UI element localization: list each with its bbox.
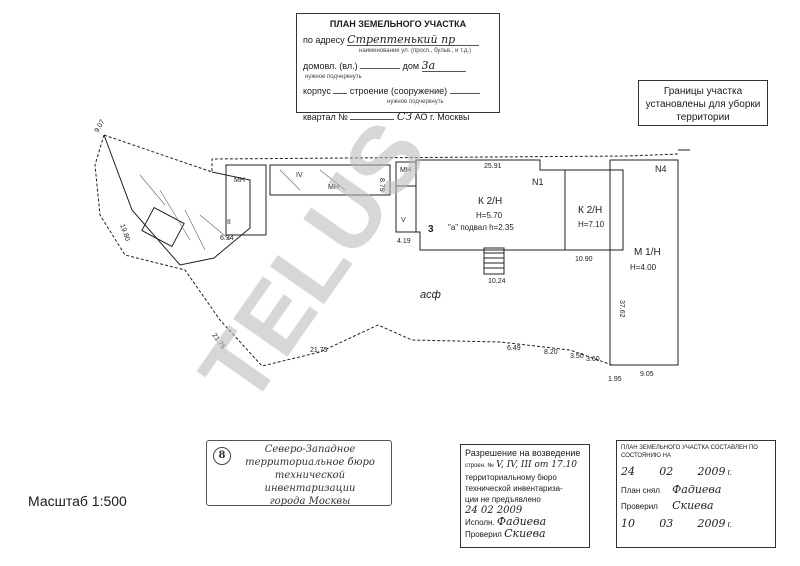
- label-mn-3: МН: [400, 167, 411, 174]
- dim-2591: 25.91: [484, 163, 502, 170]
- shed-mn-2: [269, 164, 391, 196]
- title-block-heading: ПЛАН ЗЕМЕЛЬНОГО УЧАСТКА: [329, 19, 467, 29]
- permit-check-label: Проверил: [465, 530, 502, 539]
- label-n4: N4: [655, 164, 667, 174]
- dim-2175b: 21.75: [310, 347, 328, 354]
- state-year-suffix-1: г.: [727, 468, 732, 477]
- parcel-boundary: [103, 134, 679, 173]
- permit-line1-label: строен. №: [465, 463, 494, 469]
- bti-stamp-num: 8: [213, 447, 231, 465]
- courtyard-outline: [103, 134, 251, 266]
- label-n1: N1: [532, 177, 544, 187]
- label-m: М 1/Н: [634, 247, 661, 258]
- dim-419: 4.19: [397, 238, 411, 245]
- dim-879: 8.79: [378, 178, 385, 192]
- label-asph: асф: [420, 289, 441, 301]
- boundary-note: Границы участка установлены для уборки т…: [638, 80, 768, 126]
- kvartal-value: СЗ: [396, 110, 413, 123]
- address-label: по адресу: [303, 35, 345, 45]
- dim-350: 3.50: [570, 353, 584, 360]
- permit-title: Разрешение на возведение: [465, 448, 581, 458]
- permit-date: 24 02 2009: [465, 505, 523, 516]
- shed-iii: [141, 206, 185, 248]
- bti-stamp-line4: города Москвы: [269, 496, 351, 507]
- dim-905: 9.05: [640, 371, 654, 378]
- label-iii: III: [225, 219, 231, 226]
- korpus-line: [333, 93, 348, 94]
- boundary-note-text: Границы участка установлены для уборки т…: [645, 86, 761, 123]
- bti-stamp-line2: территориальное бюро: [245, 457, 375, 468]
- state-plan-value: Фадиева: [672, 483, 722, 496]
- state-date1-year: 2009: [697, 465, 726, 478]
- permit-sign-label: Исполн.: [465, 518, 495, 527]
- state-date2-year: 2009: [697, 517, 726, 530]
- permit-sign-value: Фадиева: [496, 515, 547, 528]
- watermark: TELUS: [180, 103, 448, 422]
- label-mn-2: МН: [328, 184, 339, 191]
- label-mn-1: МН: [234, 177, 245, 184]
- needed-hint-2: нужное подчеркнуть: [387, 99, 444, 105]
- address-value: Стрептенький пр: [347, 34, 480, 46]
- dim-634: 6.34: [220, 235, 234, 242]
- shed-mn-1: [225, 164, 267, 236]
- permit-block: Разрешение на возведение строен. № V, IV…: [460, 444, 590, 548]
- address-hint: наименование ул. (просп., бульв., и т.д.…: [359, 48, 472, 54]
- permit-line3: технической инвентариза-: [465, 484, 563, 493]
- domovl-label: домовл. (вл.): [303, 61, 358, 71]
- stroenie-line: [449, 93, 480, 94]
- dim-1024: 10.24: [488, 278, 506, 285]
- dim-1980: 19.80: [118, 223, 131, 242]
- building-right: [564, 169, 624, 251]
- label-k-right-h: Н=7.10: [578, 220, 605, 229]
- building-m: [609, 159, 679, 366]
- state-date2-day: 10: [621, 517, 635, 530]
- label-k-main-h: Н=5.70: [476, 211, 503, 220]
- state-block: ПЛАН ЗЕМЕЛЬНОГО УЧАСТКА СОСТАВЛЕН ПО СОС…: [616, 440, 776, 548]
- label-m-h: Н=4.00: [630, 263, 657, 272]
- dim-907: 9.07: [94, 119, 107, 134]
- kvartal-label: квартал №: [303, 112, 348, 122]
- kvartal-line: [350, 119, 395, 120]
- title-block: ПЛАН ЗЕМЕЛЬНОГО УЧАСТКА по адресу Стрепт…: [296, 13, 500, 122]
- label-k-main-a: "а" подвал h=2.35: [448, 223, 514, 232]
- state-check-value: Скиева: [672, 499, 714, 512]
- kvartal-tail: АО г. Москвы: [414, 112, 470, 122]
- dim-195: 1.95: [608, 376, 622, 383]
- state-date2-month: 03: [659, 517, 674, 530]
- permit-line1-value: V, IV, III от 17.10: [496, 460, 578, 470]
- state-check-label: Проверил: [621, 502, 658, 511]
- label-v: V: [401, 217, 406, 224]
- label-iv: IV: [296, 172, 303, 179]
- label-k-main-num: 3: [428, 224, 434, 235]
- dom-value: 3а: [421, 60, 466, 72]
- stroenie-label: строение (сооружение): [349, 86, 448, 96]
- state-date1-month: 02: [659, 465, 674, 478]
- domovl-line: [360, 68, 401, 69]
- dim-3762: 37.62: [618, 300, 625, 318]
- korpus-label: корпус: [303, 86, 331, 96]
- state-title: ПЛАН ЗЕМЕЛЬНОГО УЧАСТКА СОСТАВЛЕН ПО СОС…: [621, 445, 758, 459]
- bti-stamp-line3: технической инвентаризации: [264, 470, 356, 494]
- state-year-suffix-2: г.: [727, 520, 732, 529]
- stairs: [483, 247, 505, 275]
- permit-line4: ции не предъявлено: [465, 495, 541, 504]
- scale-label: Масштаб 1:500: [28, 493, 127, 509]
- state-plan-label: План снял: [621, 486, 660, 495]
- label-k-right: К 2/Н: [578, 205, 602, 216]
- state-date1-day: 24: [621, 465, 635, 478]
- parcel-boundary-left: [94, 134, 613, 367]
- needed-hint-1: нужное подчеркнуть: [305, 74, 362, 80]
- permit-check-value: Скиева: [504, 527, 546, 540]
- dim-649: 6.49: [507, 345, 521, 352]
- bti-stamp-line1: Северо-Западное: [264, 444, 356, 455]
- dom-label: дом: [402, 61, 420, 71]
- dim-820: 8.20: [544, 349, 558, 356]
- permit-line2: территориальному бюро: [465, 473, 557, 482]
- dim-360: 3.60: [586, 356, 600, 363]
- dim-1090: 10.90: [575, 256, 593, 263]
- label-k-main: К 2/Н: [478, 196, 502, 207]
- bti-stamp: 8 Северо-Западное территориальное бюро т…: [206, 440, 392, 507]
